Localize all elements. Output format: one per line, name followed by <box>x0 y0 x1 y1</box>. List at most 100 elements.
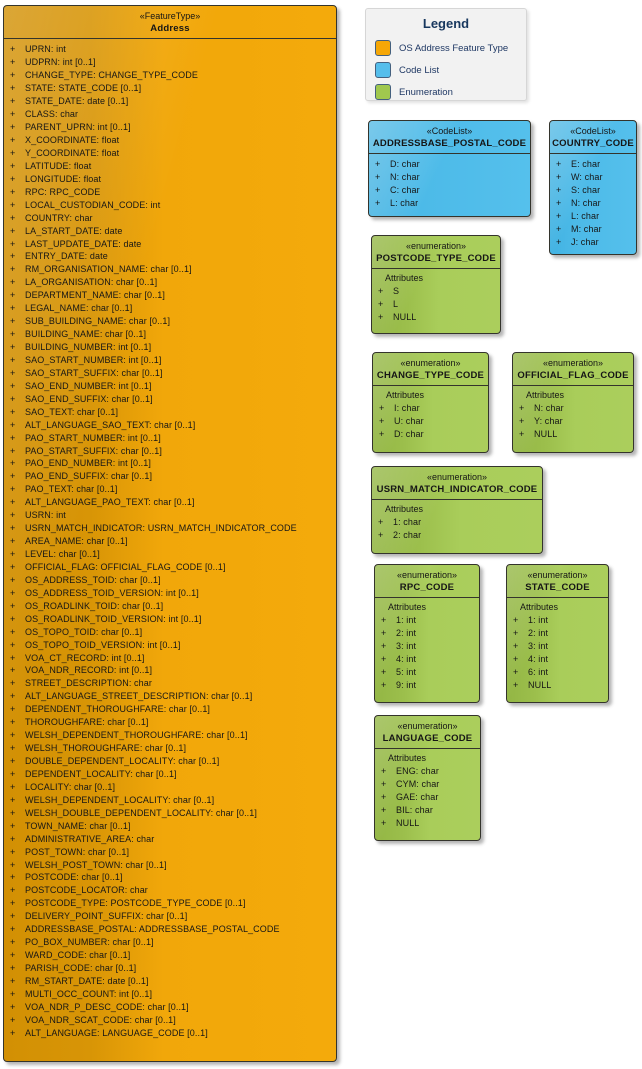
enumeration-box-usrn-match-indicator-code: «enumeration» USRN_MATCH_INDICATOR_CODE … <box>371 466 543 554</box>
attribute-text: PARISH_CODE: char [0..1] <box>25 963 137 974</box>
box-header: «enumeration» RPC_CODE <box>375 565 479 598</box>
visibility-plus-icon: + <box>513 615 519 626</box>
stereotype-label: «enumeration» <box>527 570 588 580</box>
visibility-plus-icon: + <box>10 303 16 314</box>
attribute-text: OS_ADDRESS_TOID_VERSION: int [0..1] <box>25 587 199 598</box>
visibility-plus-icon: + <box>10 963 16 974</box>
attribute-text: DEPARTMENT_NAME: char [0..1] <box>25 290 166 301</box>
visibility-plus-icon: + <box>378 517 384 528</box>
attribute-row: + RM_ORGANISATION_NAME: char [0..1] <box>4 263 336 276</box>
visibility-plus-icon: + <box>10 561 16 572</box>
attribute-text: U: char <box>394 416 424 427</box>
attribute-text: UPRN: int <box>25 44 66 55</box>
attribute-text: CYM: char <box>396 779 440 790</box>
attributes-section-label: Attributes <box>385 504 424 514</box>
attribute-text: GAE: char <box>396 792 439 803</box>
legend-item: Code List <box>375 59 526 81</box>
attribute-text: 1: char <box>393 517 422 528</box>
attribute-text: ENTRY_DATE: date <box>25 251 108 262</box>
attribute-list: + 1: int + 2: int + 3: int + 4: int + 5:… <box>375 614 479 692</box>
attribute-text: NULL <box>396 818 420 829</box>
attribute-row: + 5: int <box>375 666 479 679</box>
attribute-row: + NULL <box>507 679 608 692</box>
attribute-text: S <box>393 286 400 297</box>
visibility-plus-icon: + <box>10 1014 16 1025</box>
attribute-text: D: char <box>394 429 424 440</box>
visibility-plus-icon: + <box>10 807 16 818</box>
visibility-plus-icon: + <box>10 549 16 560</box>
attribute-text: RPC: RPC_CODE <box>25 186 101 197</box>
visibility-plus-icon: + <box>556 198 562 209</box>
legend-color-swatch <box>375 62 391 78</box>
attribute-text: VOA_NDR_SCAT_CODE: char [0..1] <box>25 1014 176 1025</box>
attribute-row: + POSTCODE_LOCATOR: char <box>4 884 336 897</box>
visibility-plus-icon: + <box>10 691 16 702</box>
attribute-row: + 9: int <box>375 679 479 692</box>
visibility-plus-icon: + <box>10 924 16 935</box>
visibility-plus-icon: + <box>381 779 387 790</box>
attribute-text: PARENT_UPRN: int [0..1] <box>25 122 131 133</box>
attribute-text: WELSH_DEPENDENT_THOROUGHFARE: char [0..1… <box>25 730 248 741</box>
attributes-section-label: Attributes <box>526 390 565 400</box>
visibility-plus-icon: + <box>10 342 16 353</box>
attribute-row: + DELIVERY_POINT_SUFFIX: char [0..1] <box>4 910 336 923</box>
attribute-row: + LOCAL_CUSTODIAN_CODE: int <box>4 198 336 211</box>
visibility-plus-icon: + <box>381 805 387 816</box>
box-header: «CodeList» COUNTRY_CODE <box>550 121 636 154</box>
visibility-plus-icon: + <box>10 730 16 741</box>
attribute-row: + WELSH_DEPENDENT_THOROUGHFARE: char [0.… <box>4 729 336 742</box>
visibility-plus-icon: + <box>556 224 562 235</box>
visibility-plus-icon: + <box>10 471 16 482</box>
attribute-row: + SAO_START_SUFFIX: char [0..1] <box>4 366 336 379</box>
visibility-plus-icon: + <box>10 212 16 223</box>
attribute-text: LATITUDE: float <box>25 160 92 171</box>
visibility-plus-icon: + <box>375 172 381 183</box>
visibility-plus-icon: + <box>10 419 16 430</box>
visibility-plus-icon: + <box>381 680 387 691</box>
visibility-plus-icon: + <box>10 251 16 262</box>
enumeration-box-state-code: «enumeration» STATE_CODE Attributes + 1:… <box>506 564 609 703</box>
attribute-row: + UPRN: int <box>4 43 336 56</box>
stereotype-label: «FeatureType» <box>139 11 201 21</box>
attribute-row: + PO_BOX_NUMBER: char [0..1] <box>4 936 336 949</box>
visibility-plus-icon: + <box>10 135 16 146</box>
attribute-text: STATE_DATE: date [0..1] <box>25 96 129 107</box>
visibility-plus-icon: + <box>10 484 16 495</box>
visibility-plus-icon: + <box>375 198 381 209</box>
visibility-plus-icon: + <box>379 403 385 414</box>
attribute-text: ADMINISTRATIVE_AREA: char <box>25 833 155 844</box>
visibility-plus-icon: + <box>10 432 16 443</box>
attribute-row: + 1: int <box>507 614 608 627</box>
attribute-row: + X_COORDINATE: float <box>4 134 336 147</box>
visibility-plus-icon: + <box>10 186 16 197</box>
visibility-plus-icon: + <box>381 766 387 777</box>
visibility-plus-icon: + <box>10 678 16 689</box>
legend-color-swatch <box>375 40 391 56</box>
attribute-row: + SAO_END_SUFFIX: char [0..1] <box>4 392 336 405</box>
visibility-plus-icon: + <box>10 846 16 857</box>
attribute-row: + SUB_BUILDING_NAME: char [0..1] <box>4 315 336 328</box>
visibility-plus-icon: + <box>10 717 16 728</box>
legend-color-swatch <box>375 84 391 100</box>
attribute-text: WARD_CODE: char [0..1] <box>25 950 131 961</box>
visibility-plus-icon: + <box>381 818 387 829</box>
attribute-row: + BIL: char <box>375 804 480 817</box>
attribute-list: + I: char + U: char + D: char <box>373 402 488 441</box>
class-name: STATE_CODE <box>525 582 590 593</box>
attribute-text: ENG: char <box>396 766 439 777</box>
attribute-row: + ENTRY_DATE: date <box>4 250 336 263</box>
attribute-text: CLASS: char <box>25 109 79 120</box>
visibility-plus-icon: + <box>10 743 16 754</box>
visibility-plus-icon: + <box>10 768 16 779</box>
attribute-text: PO_BOX_NUMBER: char [0..1] <box>25 937 154 948</box>
attribute-row: + NULL <box>372 311 500 324</box>
visibility-plus-icon: + <box>10 652 16 663</box>
attribute-row: + U: char <box>373 415 488 428</box>
visibility-plus-icon: + <box>519 403 525 414</box>
attribute-text: PAO_END_SUFFIX: char [0..1] <box>25 471 153 482</box>
visibility-plus-icon: + <box>10 536 16 547</box>
attribute-text: POST_TOWN: char [0..1] <box>25 846 130 857</box>
attribute-row: + POSTCODE_TYPE: POSTCODE_TYPE_CODE [0..… <box>4 897 336 910</box>
attribute-row: + DEPARTMENT_NAME: char [0..1] <box>4 289 336 302</box>
stereotype-label: «enumeration» <box>397 721 458 731</box>
